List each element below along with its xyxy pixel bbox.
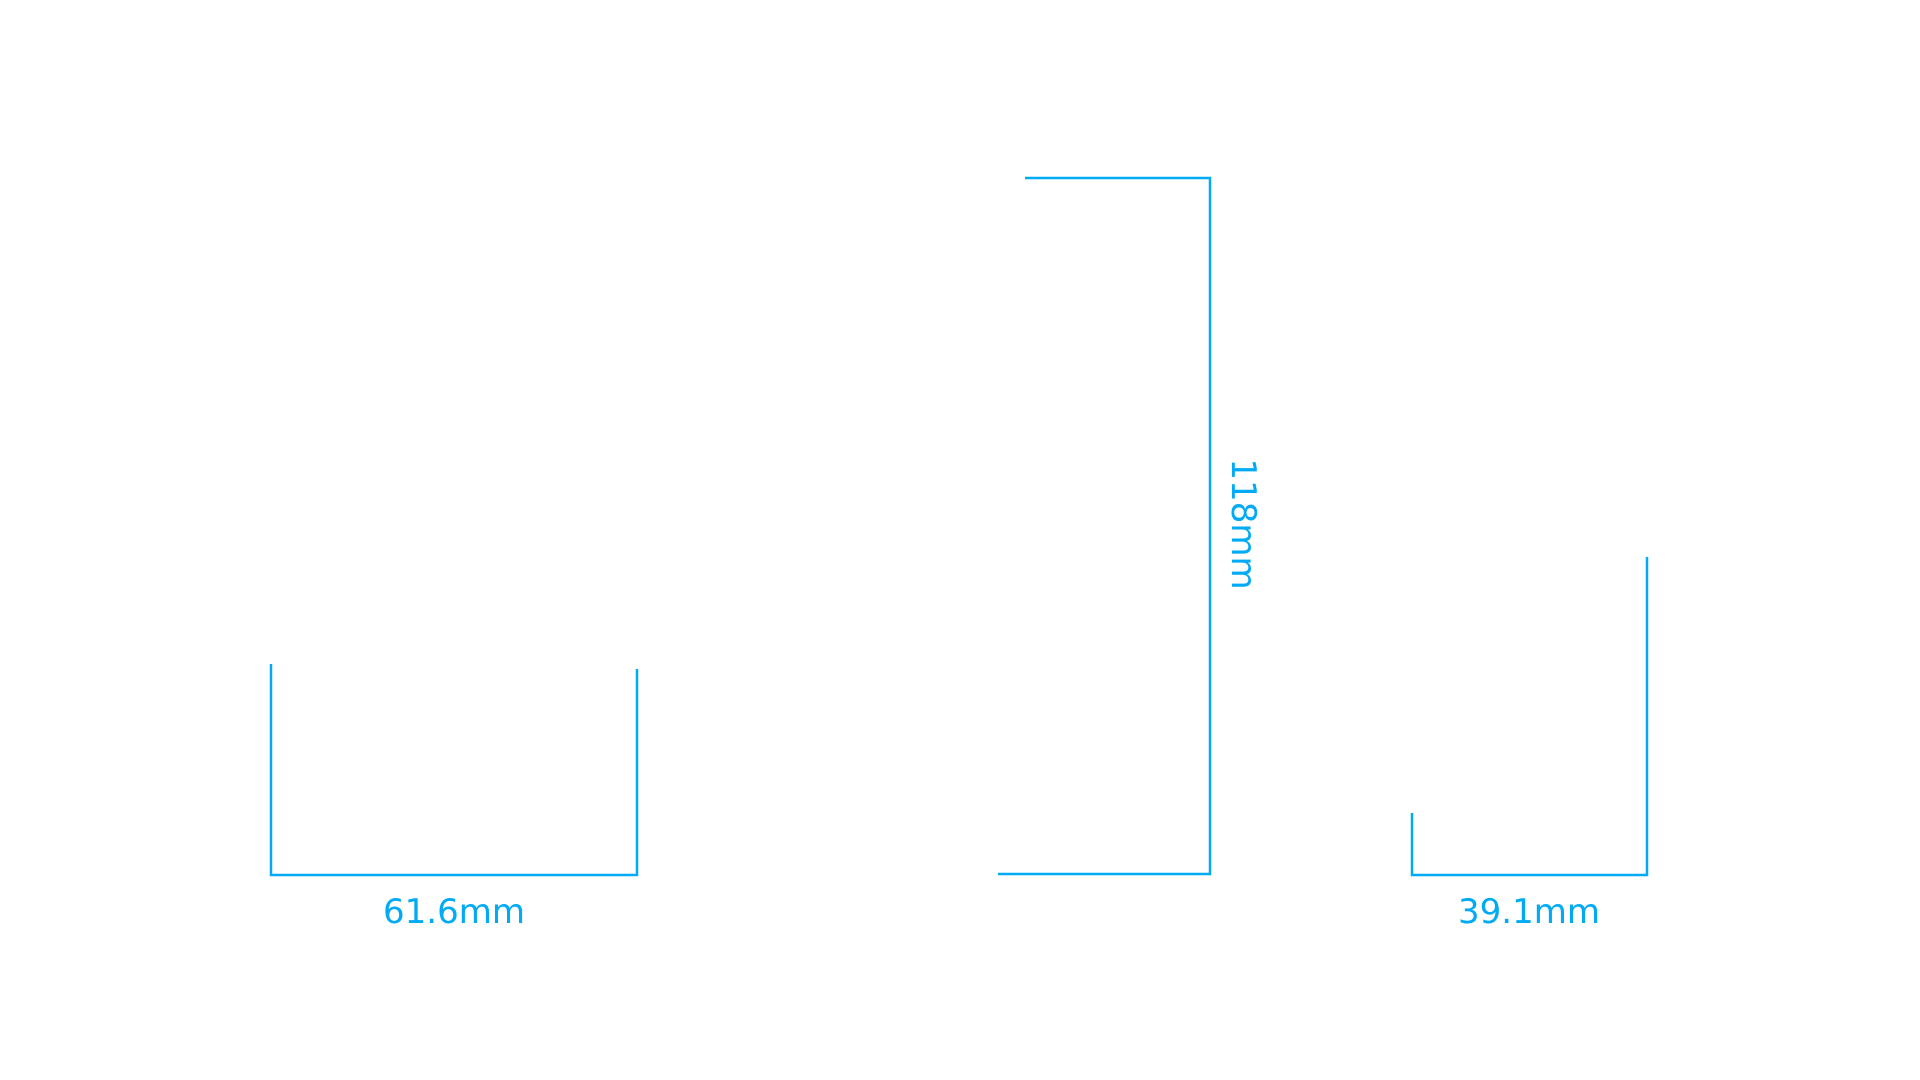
height-label: 118mm [1223,458,1263,590]
depth-label: 39.1mm [1458,892,1600,932]
height-dimension-bracket [998,176,1212,876]
depth-dimension-bracket [1410,557,1649,877]
width-label: 61.6mm [383,892,525,932]
width-dimension-bracket [269,664,639,877]
